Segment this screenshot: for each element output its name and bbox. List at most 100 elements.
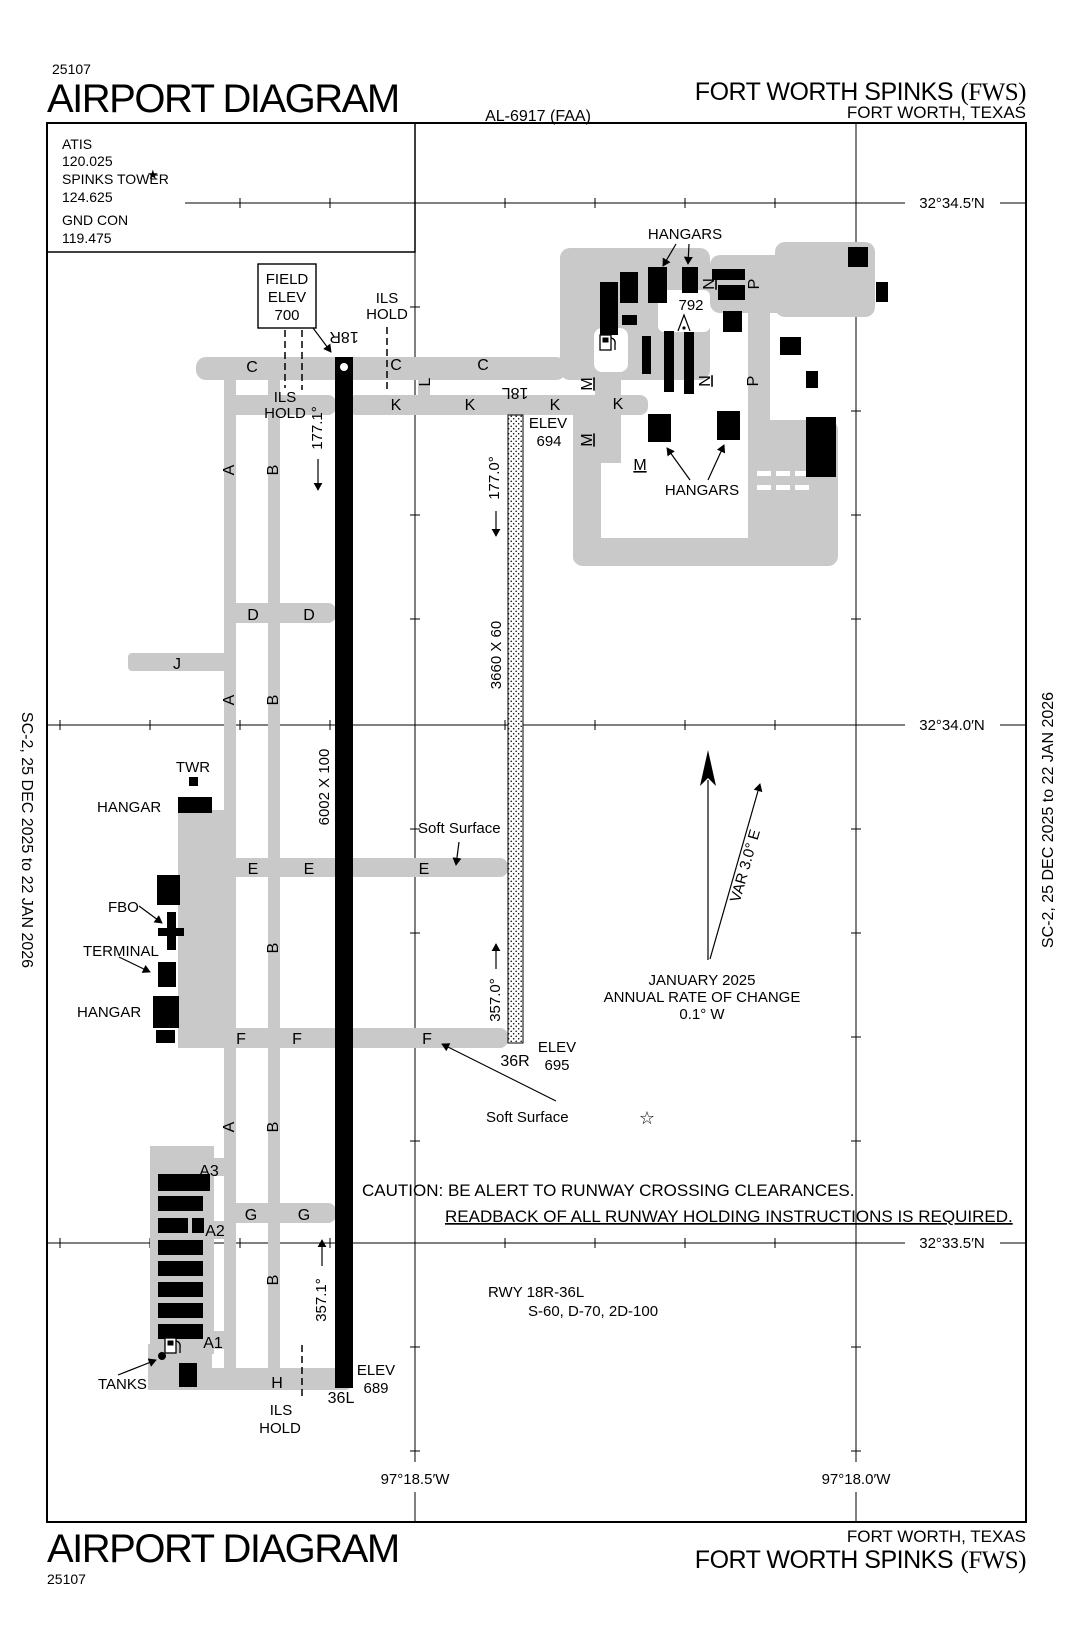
taxiway-label-b: B [265,465,282,476]
taxiway-label-l: L [417,377,434,386]
runway-info-line2: S-60, D-70, 2D-100 [528,1303,658,1320]
taxiway-label-f: F [292,1031,302,1048]
ils-hold-lines [284,327,388,1400]
airport-icao-bottom: (FWS) [960,1547,1026,1574]
caution-line2: READBACK OF ALL RUNWAY HOLDING INSTRUCTI… [445,1207,1013,1226]
elev-695-label: ELEV [538,1039,576,1056]
runway-info-line1: RWY 18R-36L [488,1284,584,1301]
tower-label: SPINKS TOWER [62,171,169,187]
runway-threshold-dot [340,363,348,371]
taxiway-label-k: K [550,397,561,414]
tanks-label: TANKS [98,1376,147,1393]
taxiway-label-b: B [265,943,282,954]
heading-357-0: 357.0° [487,978,504,1022]
taxiway-label-p: P [746,279,763,290]
tower-freq: 124.625 [62,189,113,205]
taxiway-label-k: K [465,397,476,414]
taxiway-j-pavement [128,653,228,671]
buildings [153,247,888,1387]
hangar-label-south: HANGAR [77,1004,141,1021]
lat-label-top: 32°34.5′N [919,195,985,212]
ground-label: GND CON [62,212,128,228]
taxiway-c-pavement [196,357,566,380]
taxiway-d-pavement [224,603,336,623]
taxiway-label-e: E [304,861,315,878]
taxiway-g-pavement [224,1203,336,1223]
obstruction-symbol [677,313,691,332]
taxiway-label-a: A [221,694,238,705]
runway-36r-label: 36R [500,1053,529,1070]
taxiway-label-a: A [221,1121,238,1132]
chart-number-bottom: 25107 [47,1571,86,1587]
hangar-north-building [178,797,212,813]
taxiway-label-m: M [633,457,646,474]
atis-freq: 120.025 [62,153,113,169]
taxiway-label-a2: A2 [205,1223,225,1240]
elev-694-label: ELEV [529,415,567,432]
terminal-building [158,962,176,987]
hangars-arrow [707,444,726,481]
terminal-arrow [118,956,151,973]
fbo-arrow [138,905,163,924]
soft-surface-arrow [441,1043,557,1102]
t-hangar-rows [158,1174,210,1339]
runway-18r-label: 18R [329,328,358,345]
page-title-bottom: AIRPORT DIAGRAM [47,1527,399,1571]
stub-a3 [150,1158,234,1176]
north-arrow [700,750,716,960]
field-elev-value: 700 [274,307,299,324]
taxiway-label-e: E [248,861,259,878]
runway-18l-36r-soft [507,414,524,1044]
magnetic-date: JANUARY 2025 [648,972,755,989]
obstruction-clearing [658,290,710,332]
star-symbol: ☆ [639,1108,655,1128]
taxiway-label-k: K [391,397,402,414]
hangar-label-north: HANGAR [97,799,161,816]
taxiway-label-k: K [613,396,624,413]
terminal-label: TERMINAL [83,943,159,960]
magnetic-rate-line2: 0.1° W [679,1006,725,1023]
lat-label-mid: 32°34.0′N [919,717,985,734]
elev-689-value: 689 [363,1380,388,1397]
tower-label-map: TWR [176,759,210,776]
taxiway-label-c: C [390,357,402,374]
tanks-dot [158,1352,166,1360]
taxiway-label-d: D [247,607,259,624]
hangars-arrow [662,243,677,267]
taxiway-label-b: B [265,1122,282,1133]
caution-line1: CAUTION: BE ALERT TO RUNWAY CROSSING CLE… [362,1181,855,1200]
runway-36l-label: 36L [328,1390,355,1407]
fbo-label: FBO [108,899,139,916]
fbo-building [158,912,184,950]
soft-surface-label-south: Soft Surface [486,1109,569,1126]
taxiway-label-p: P [745,376,762,387]
soft-surface-arrow [452,841,462,866]
obstruction-height-label: 792 [678,297,703,314]
soft-surface-label-north: Soft Surface [418,820,501,837]
ils-hold-west-ils: ILS [274,389,297,406]
lon-label-right: 97°18.0′W [822,1471,892,1488]
city-state-bottom: FORT WORTH, TEXAS [847,1527,1026,1546]
ils-hold-south-ils: ILS [270,1402,293,1419]
taxiway-label-c: C [477,357,489,374]
elev-689-label: ELEV [357,1362,395,1379]
ils-hold-south-hold: HOLD [259,1420,301,1437]
elev-695-value: 695 [544,1057,569,1074]
heading-357-1: 357.1° [313,1278,330,1322]
city-state-top: FORT WORTH, TEXAS [847,103,1026,122]
taxiway-label-m: M [579,433,596,446]
variation-label: VAR 3.0° E [727,828,764,905]
taxiway-label-f: F [236,1031,246,1048]
tower-star-icon: ★ [147,167,159,182]
runway-main-dimensions: 6002 X 100 [316,749,333,826]
atis-label: ATIS [62,136,92,152]
chart-number-top: 25107 [52,61,91,77]
heading-177-1: 177.1° [309,406,326,450]
taxiway-label-g: G [245,1207,257,1224]
taxiway-label-e: E [419,861,430,878]
comm-frequency-box [46,122,416,253]
taxiway-label-j: J [173,656,181,673]
apron-dash-markings [757,471,809,490]
